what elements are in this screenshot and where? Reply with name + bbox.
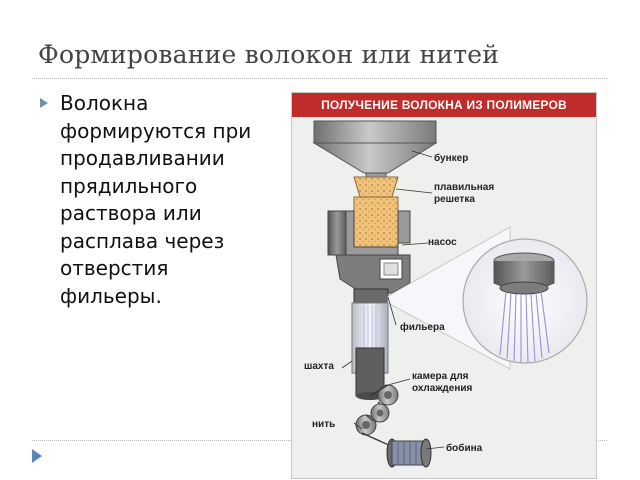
label-bobbin: бобина	[446, 442, 483, 454]
label-melting-grid-2: решетка	[434, 194, 475, 205]
bobbin-spool	[386, 438, 432, 468]
label-chamber-2: охлаждения	[412, 383, 473, 394]
label-bunker: бункер	[434, 152, 468, 164]
slide-title: Формирование волокон или нитей	[38, 40, 500, 69]
label-leaders	[341, 150, 445, 450]
label-shaft: шахта	[304, 361, 334, 372]
shaft-column	[351, 302, 389, 400]
polymer-fiber-diagram: ПОЛУЧЕНИЕ ВОЛОКНА ИЗ ПОЛИМЕРОВ	[291, 92, 597, 479]
take-up-rollers	[355, 384, 403, 452]
label-chamber-1: камера для	[412, 371, 469, 382]
melting-grid	[353, 176, 399, 248]
hopper-bunker	[312, 120, 438, 184]
label-spinneret: фильера	[400, 321, 445, 333]
bullet-text: Волокна формируются при продавливании пр…	[60, 91, 252, 308]
title-divider	[32, 78, 607, 79]
label-thread: нить	[312, 419, 335, 430]
machine-illustration: бункер плавильная решетка насос фильера …	[304, 120, 588, 468]
diagram-header: ПОЛУЧЕНИЕ ВОЛОКНА ИЗ ПОЛИМЕРОВ	[292, 93, 596, 117]
slide-nav-arrow-icon[interactable]	[32, 449, 42, 463]
spinneret-magnifier	[387, 226, 588, 370]
bullet-marker-icon	[40, 98, 48, 108]
label-melting-grid-1: плавильная	[434, 182, 494, 193]
label-pump: насос	[428, 237, 457, 248]
